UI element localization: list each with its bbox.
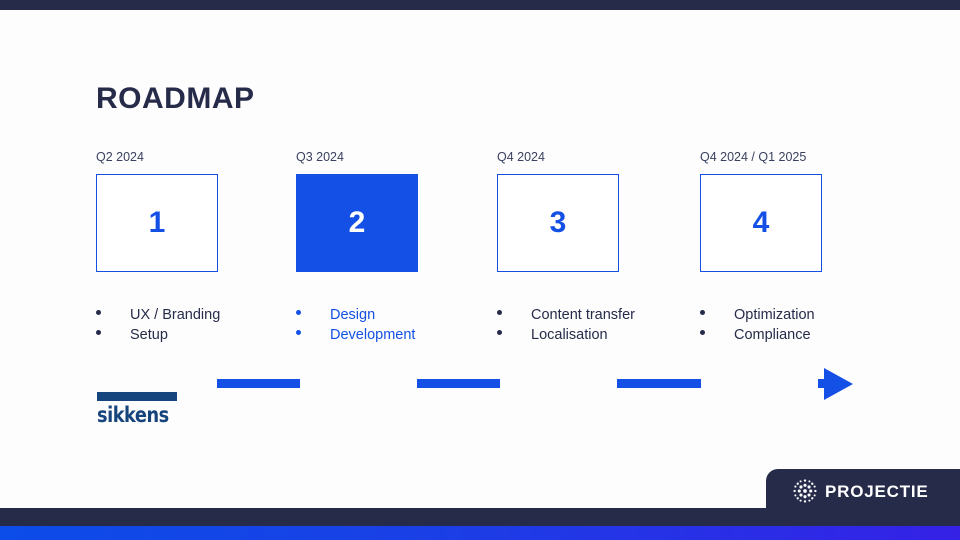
list-item-label: Design [330,307,376,323]
bullet-dot-icon [497,330,502,335]
list-item-label: UX / Branding [130,307,221,323]
roadmap-timeline: Q2 2024 1 Q3 2024 2 Q4 2024 3 Q4 2024 / … [0,150,960,400]
list-item-label: Optimization [734,307,815,323]
list-item: Compliance [700,326,910,346]
step-period-label: Q4 2024 [497,150,545,164]
roadmap-step-2[interactable]: Q3 2024 2 [296,150,498,272]
projectie-dots-mark-icon [793,479,817,503]
list-item-label: Setup [130,327,168,343]
bottom-gradient-bar [0,526,960,540]
step-period-label: Q4 2024 / Q1 2025 [700,150,807,164]
step-box[interactable]: 2 [296,174,418,272]
list-item: Development [296,326,506,346]
connector-line-2-3 [417,379,500,388]
step-number: 3 [549,206,567,239]
bullet-dot-icon [497,310,502,315]
sikkens-logo-wordmark: sikkens [97,403,169,427]
list-item: Optimization [700,306,910,326]
list-item: Content transfer [497,306,707,326]
step-box[interactable]: 3 [497,174,619,272]
page-title: ROADMAP [96,82,255,115]
step-number: 1 [148,206,166,239]
roadmap-step-1[interactable]: Q2 2024 1 [96,150,298,272]
step-box[interactable]: 4 [700,174,822,272]
deliverables-row: UX / Branding Setup Design Development C… [0,306,960,366]
step-period-label: Q3 2024 [296,150,344,164]
roadmap-step-3[interactable]: Q4 2024 3 [497,150,699,272]
bullet-dot-icon [96,310,101,315]
bullet-dot-icon [296,330,301,335]
list-item: Localisation [497,326,707,346]
list-item: UX / Branding [96,306,306,326]
list-item: Design [296,306,506,326]
deliverables-column-2: Design Development [296,306,506,346]
bullet-dot-icon [296,310,301,315]
list-item-label: Localisation [531,327,608,343]
sikkens-logo: sikkens [97,392,177,426]
sikkens-logo-bar [97,392,177,401]
bullet-dot-icon [700,330,705,335]
step-box[interactable]: 1 [96,174,218,272]
list-item-label: Content transfer [531,307,635,323]
connector-line-1-2 [217,379,300,388]
arrow-right-icon [824,368,853,400]
deliverables-column-1: UX / Branding Setup [96,306,306,346]
roadmap-step-4[interactable]: Q4 2024 / Q1 2025 4 [700,150,902,272]
connector-line-3-4 [617,379,701,388]
step-period-label: Q2 2024 [96,150,144,164]
list-item-label: Compliance [734,327,811,343]
bullet-dot-icon [96,330,101,335]
projectie-badge: PROJECTIE [766,469,960,513]
deliverables-column-3: Content transfer Localisation [497,306,707,346]
list-item: Setup [96,326,306,346]
step-number: 2 [348,206,366,239]
bottom-navy-bar [0,508,960,526]
deliverables-column-4: Optimization Compliance [700,306,910,346]
list-item-label: Development [330,327,416,343]
top-accent-bar [0,0,960,10]
step-number: 4 [752,206,770,239]
projectie-wordmark: PROJECTIE [825,481,929,501]
bullet-dot-icon [700,310,705,315]
